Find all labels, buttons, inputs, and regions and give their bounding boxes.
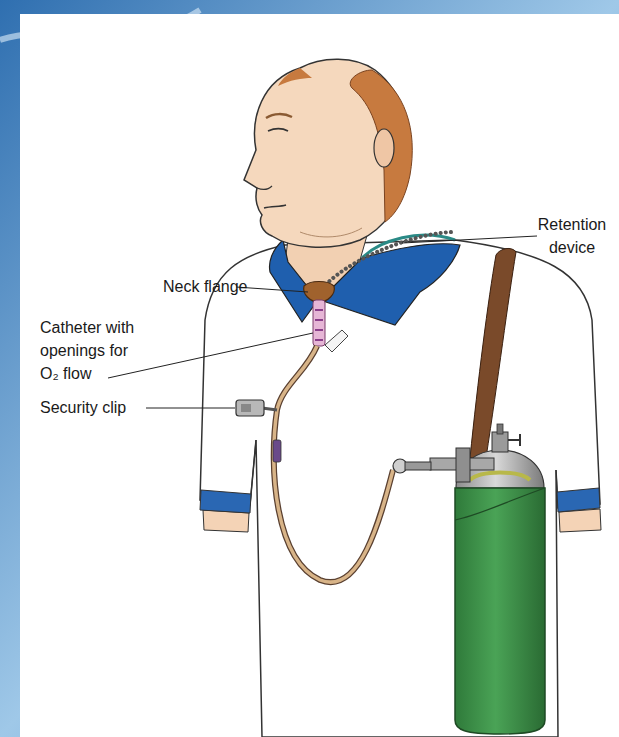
sleeve-band	[200, 490, 251, 513]
shirt-collar	[320, 244, 460, 325]
neck-flange	[304, 282, 335, 303]
left-arm	[203, 510, 249, 532]
tank-contents	[470, 473, 530, 481]
part-label: Security clip	[40, 396, 150, 419]
catheter-openings	[315, 310, 323, 340]
security-clip	[236, 400, 264, 416]
leader-line	[402, 236, 537, 243]
part-label: Retention device	[530, 213, 614, 259]
mouth	[264, 205, 286, 208]
tank-sleeve	[455, 488, 545, 734]
catheter	[313, 300, 325, 346]
regulator-body	[456, 448, 470, 482]
leader-line	[108, 333, 313, 378]
eye	[268, 129, 288, 131]
collar-band	[362, 235, 455, 258]
leader-line	[146, 408, 235, 409]
tank-strap	[470, 248, 516, 458]
oxygen-tubing	[274, 346, 393, 582]
valve-knob	[508, 434, 520, 446]
nostril	[257, 186, 272, 189]
white-panel	[20, 14, 619, 737]
hair	[350, 70, 412, 222]
shirt-collar	[270, 240, 318, 322]
chin-line	[300, 228, 362, 237]
tank-valve	[492, 432, 508, 452]
tubing-connector	[273, 440, 281, 462]
hair	[278, 68, 312, 86]
sleeve-band	[557, 488, 600, 512]
sleeve-seam	[455, 488, 545, 520]
oxygen-tubing	[274, 346, 393, 582]
valve-stem	[497, 424, 503, 434]
ear	[374, 129, 394, 167]
part-label: Catheter with openings for O₂ flow	[40, 316, 150, 385]
eyebrow	[266, 114, 292, 118]
regulator-outlet	[405, 462, 431, 470]
clip-detail	[241, 404, 251, 412]
y-connector	[325, 330, 348, 352]
shirt	[200, 240, 600, 737]
part-label: Neck flange	[163, 275, 253, 298]
right-arm	[559, 509, 601, 532]
retention-chain	[322, 232, 455, 288]
